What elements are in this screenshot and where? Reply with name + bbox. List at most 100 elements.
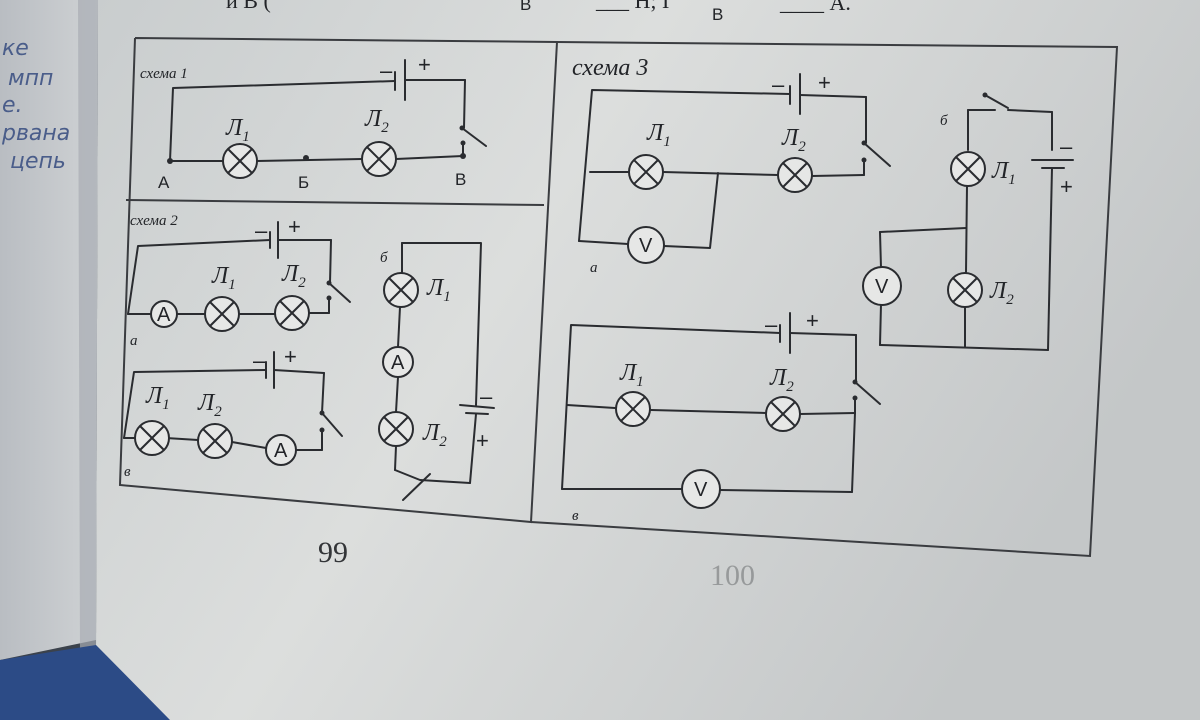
lamp-3a-l1: [628, 154, 664, 190]
lamp-1-l2: [361, 141, 397, 177]
scheme-1: схема 1 – + Л1 Л2 А Б В: [140, 52, 487, 192]
svg-text:Л1: Л1: [426, 275, 451, 305]
svg-text:мпп: мпп: [8, 66, 53, 91]
left-page: [0, 0, 98, 660]
scheme-3-title: схема 3: [572, 55, 648, 81]
svg-text:и В (: и В (: [226, 0, 271, 13]
ammeter-2v: [265, 434, 297, 466]
switch-2b: [402, 473, 431, 501]
lamp-2b-l2: [378, 411, 414, 447]
svg-text:____ А.: ____ А.: [779, 0, 851, 15]
lamp-3b-l1: [950, 151, 986, 187]
svg-text:рвана: рвана: [1, 121, 70, 146]
lamp-2v-l2: [197, 423, 233, 459]
divider-1-2: [125, 199, 545, 206]
svg-text:+: +: [806, 308, 819, 333]
page-number: 99: [318, 536, 348, 569]
scheme-3a: – + V Л1 Л2 а: [578, 70, 891, 276]
svg-text:Л2: Л2: [989, 278, 1014, 308]
svg-text:ке: ке: [2, 36, 29, 61]
svg-text:Л2: Л2: [422, 420, 447, 450]
svg-text:е.: е.: [2, 93, 23, 118]
svg-text:+: +: [284, 344, 297, 369]
svg-text:+: +: [818, 70, 831, 95]
svg-text:Л2: Л2: [197, 390, 222, 420]
svg-text:+: +: [288, 214, 301, 239]
scheme-2v: – + A Л1 Л2 в: [123, 344, 343, 480]
lamp-1-l1: [222, 143, 258, 179]
svg-text:Л2: Л2: [769, 365, 794, 395]
battery-2b-neg-plate: [465, 412, 489, 415]
lamp-3v-l1: [615, 391, 651, 427]
svg-text:цепь: цепь: [10, 149, 66, 174]
point-a: [167, 158, 173, 164]
lamp-2a-l2: [274, 295, 310, 331]
svg-text:+: +: [476, 428, 489, 453]
switch-2a: [328, 282, 351, 303]
svg-text:___ Н; I: ___ Н; I: [595, 0, 669, 13]
scheme-3b: – + V Л1 Л2 б: [862, 92, 1074, 351]
ammeter-2a: [150, 300, 178, 328]
top-text-strip: и В ( В ___ Н; I В ____ А.: [226, 0, 851, 24]
voltmeter-3b: [862, 266, 902, 306]
svg-text:Л1: Л1: [145, 383, 170, 413]
lamp-2a-l1: [204, 296, 240, 332]
svg-text:Л1: Л1: [619, 360, 644, 390]
svg-text:Л1: Л1: [211, 263, 236, 293]
left-page-notes: ке мпп е. рвана цепь: [1, 36, 70, 174]
svg-text:–: –: [765, 312, 778, 337]
svg-text:в: в: [572, 508, 579, 524]
label-point-b: Б: [298, 173, 309, 192]
svg-text:Л1: Л1: [991, 158, 1016, 188]
lamp-3a-l2: [777, 157, 813, 193]
svg-text:в: в: [124, 464, 131, 480]
svg-text:а: а: [590, 260, 598, 276]
svg-text:Л1: Л1: [225, 115, 250, 145]
point-b: [303, 155, 309, 161]
right-page: [96, 0, 1200, 720]
scheme-2: схема 2 – + A: [123, 213, 495, 501]
svg-text:A: A: [157, 304, 171, 326]
lamp-3v-l2: [765, 396, 801, 432]
svg-text:–: –: [253, 348, 266, 373]
scheme-1-title: схема 1: [140, 66, 188, 82]
svg-text:–: –: [480, 384, 493, 409]
scheme-2-title: схема 2: [130, 213, 178, 229]
book-spine: [78, 0, 98, 660]
svg-text:–: –: [1060, 134, 1073, 159]
switch-2v: [321, 412, 343, 437]
page-number-ghost: 100: [710, 559, 755, 592]
svg-text:V: V: [694, 479, 708, 501]
svg-text:A: A: [274, 440, 288, 462]
switch-3v: [854, 381, 881, 405]
scheme-3: схема 3 – +: [561, 55, 1074, 524]
svg-text:В: В: [520, 0, 531, 14]
right-frame: [530, 41, 1119, 558]
scheme-3v: – + V Л1 Л2 в: [561, 308, 881, 524]
svg-text:Л2: Л2: [364, 106, 389, 136]
svg-text:+: +: [1060, 174, 1073, 199]
ammeter-2b: [382, 346, 414, 378]
svg-text:V: V: [875, 276, 889, 298]
svg-text:–: –: [772, 72, 785, 97]
svg-text:б: б: [940, 113, 948, 129]
lamp-3b-l2: [947, 272, 983, 308]
scheme-2b: – + A Л1 Л2 б: [378, 242, 495, 501]
notebook-cover: [0, 645, 170, 720]
svg-text:A: A: [391, 352, 405, 374]
voltmeter-3a: [627, 226, 665, 264]
svg-text:Л1: Л1: [646, 120, 671, 150]
svg-text:Л2: Л2: [781, 125, 806, 155]
scheme-2a: – + A Л1 Л2 а: [127, 214, 351, 349]
svg-text:–: –: [380, 58, 393, 83]
battery-2b-pos-plate: [459, 404, 495, 409]
switch-1: [461, 127, 487, 147]
svg-text:–: –: [255, 218, 268, 243]
svg-text:В: В: [712, 5, 723, 24]
lamp-2v-l1: [134, 420, 170, 456]
svg-text:а: а: [130, 333, 138, 349]
point-v: [460, 153, 466, 159]
lamp-2b-l1: [383, 272, 419, 308]
switch-3b: [984, 94, 1009, 109]
